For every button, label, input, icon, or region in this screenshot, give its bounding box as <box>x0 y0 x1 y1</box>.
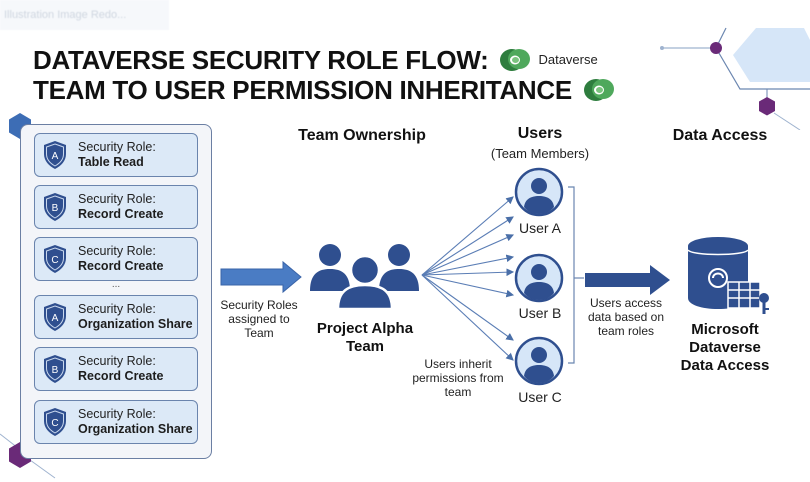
data-access-heading: Data Access <box>672 127 768 144</box>
role-badge: C <box>51 418 58 429</box>
shield-icon: C <box>44 408 66 436</box>
more-roles-ellipsis: ... <box>111 279 121 290</box>
users-subheading: (Team Members) <box>490 146 590 161</box>
role-card[interactable]: B Security Role:Record Create <box>34 185 198 229</box>
role-label: Security Role: <box>78 407 156 421</box>
arrow-to-user-b-2 <box>421 268 515 277</box>
security-roles-panel: A Security Role:Table Read B Security Ro… <box>20 124 212 459</box>
key-icon <box>759 293 769 314</box>
shield-icon: B <box>44 193 66 221</box>
purple-hex-icon <box>759 97 775 116</box>
role-name: Record Create <box>78 259 164 273</box>
role-card[interactable]: B Security Role:Record Create <box>34 347 198 391</box>
inherit-caption: Users inherit permissions from team <box>412 357 504 399</box>
role-label: Security Role: <box>78 244 156 258</box>
arrow-to-user-a-3 <box>421 234 515 276</box>
role-name: Organization Share <box>78 422 193 436</box>
arrow-to-user-b-3 <box>421 274 515 298</box>
arrow-to-user-c-1 <box>421 274 514 341</box>
role-name: Organization Share <box>78 317 193 331</box>
team-name: Project Alpha Team <box>300 320 430 356</box>
users-to-data-arrow <box>585 265 670 295</box>
role-card[interactable]: C Security Role:Record Create <box>34 237 198 281</box>
role-name: Record Create <box>78 369 164 383</box>
shield-icon: A <box>44 303 66 331</box>
users-bracket <box>568 186 584 364</box>
role-badge: A <box>52 151 59 162</box>
role-card[interactable]: A Security Role:Organization Share <box>34 295 198 339</box>
decorative-hex-network <box>660 27 810 130</box>
arrow-to-user-a-2 <box>421 216 514 276</box>
role-card[interactable]: A Security Role:Table Read <box>34 133 198 177</box>
page-title: DATAVERSE SECURITY ROLE FLOW: Dataverse … <box>33 45 616 105</box>
role-label: Security Role: <box>78 354 156 368</box>
shield-icon: B <box>44 355 66 383</box>
watermark: Illustration Image Redo... <box>0 0 169 30</box>
role-name: Record Create <box>78 207 164 221</box>
role-label: Security Role: <box>78 302 156 316</box>
data-target-line-1: Microsoft <box>691 321 759 338</box>
role-label: Security Role: <box>78 140 156 154</box>
team-name-line-2: Team <box>345 338 385 355</box>
user-avatar-icon[interactable] <box>514 336 564 386</box>
roles-to-team-arrow <box>220 260 302 294</box>
role-badge: C <box>51 255 58 266</box>
role-badge: B <box>52 203 59 214</box>
shield-icon: A <box>44 141 66 169</box>
title-line-1: DATAVERSE SECURITY ROLE FLOW: <box>33 45 489 75</box>
title-line-2: TEAM TO USER PERMISSION INHERITANCE <box>33 75 572 105</box>
role-name: Table Read <box>78 155 144 169</box>
data-target-line-3: Data Access <box>680 357 770 374</box>
shield-icon: C <box>44 245 66 273</box>
role-badge: A <box>52 313 59 324</box>
access-caption: Users access data based on team roles <box>587 296 665 338</box>
purple-node-icon <box>710 42 722 54</box>
role-label: Security Role: <box>78 192 156 206</box>
user-avatar-icon[interactable] <box>514 167 564 217</box>
dataverse-database-icon[interactable] <box>684 234 774 316</box>
team-group-icon[interactable] <box>308 241 423 309</box>
roles-assigned-caption: Security Roles assigned to Team <box>220 298 298 340</box>
arrow-to-user-a-1 <box>421 196 514 276</box>
user-name: User B <box>518 305 562 321</box>
dataverse-logo-icon <box>500 49 531 71</box>
user-name: User C <box>518 389 562 405</box>
arrow-to-user-c-2 <box>421 274 514 361</box>
table-grid-icon <box>727 281 761 309</box>
team-ownership-heading: Team Ownership <box>298 127 426 144</box>
role-badge: B <box>52 365 59 376</box>
dataverse-brand-label: Dataverse <box>538 52 598 67</box>
data-target-label: Microsoft Dataverse Data Access <box>660 321 790 375</box>
inheritance-arrows <box>421 196 515 361</box>
role-card[interactable]: C Security Role:Organization Share <box>34 400 198 444</box>
user-avatar-icon[interactable] <box>514 253 564 303</box>
dataverse-logo-icon <box>583 79 614 101</box>
dataverse-swirl-icon <box>708 268 728 288</box>
user-name: User A <box>518 220 561 236</box>
users-heading: Users <box>517 125 563 142</box>
team-name-line-1: Project Alpha <box>316 320 414 337</box>
data-target-line-2: Dataverse <box>689 339 761 356</box>
arrow-to-user-b-1 <box>421 254 515 276</box>
